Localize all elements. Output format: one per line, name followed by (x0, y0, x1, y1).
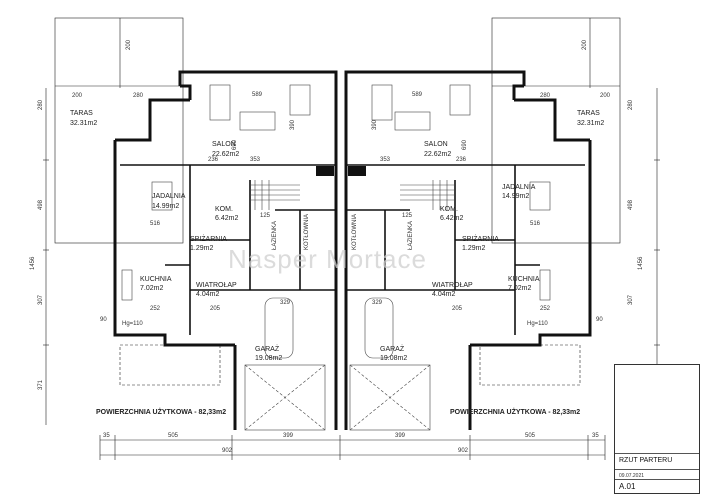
dim-329-left: 329 (280, 300, 291, 306)
dim-690-left: 690 (232, 139, 238, 150)
right-jadalnia-area: 14.99m2 (502, 193, 530, 200)
right-summary: POWIERZCHNIA UŻYTKOWA - 82,33m2 (450, 409, 581, 416)
dim-690-right: 690 (462, 139, 468, 150)
dim-399-left: 399 (283, 433, 294, 439)
right-spizarnia-area: 1.29m2 (462, 245, 486, 252)
right-wiatrolap-label: WIATROŁAP (432, 282, 473, 289)
left-kuchnia-area: 7.02m2 (140, 285, 164, 292)
dim-200v-right: 200 (582, 39, 588, 50)
left-jadalnia-area: 14.99m2 (152, 203, 180, 210)
left-spizarnia-label: SPIŻARNIA (190, 236, 227, 243)
dim-90-right: 90 (596, 317, 603, 323)
dim-353-right: 353 (380, 157, 391, 163)
right-hg-label: Hg=110 (527, 321, 548, 327)
left-taras-area: 32.31m2 (70, 120, 98, 127)
dim-280-right: 280 (540, 93, 551, 99)
dim-205-right: 205 (452, 306, 463, 312)
dim-902-right: 902 (458, 448, 469, 454)
left-kotlownia-label: KOTŁOWNIA (304, 213, 310, 250)
dim-516-right: 516 (530, 221, 541, 227)
right-kuchnia-label: KUCHNIA (508, 276, 540, 283)
dim-252-right: 252 (540, 306, 551, 312)
right-lazienka-label: ŁAZIENKA (408, 220, 414, 250)
dim-505-right: 505 (525, 433, 536, 439)
title-block: RZUT PARTERU 09.07.2021 A.01 (614, 364, 700, 494)
right-salon-area: 22.62m2 (424, 151, 452, 158)
dim-280-left: 280 (133, 93, 144, 99)
dim-353-left: 353 (250, 157, 261, 163)
right-jadalnia-label: JADALNIA (502, 184, 536, 191)
dim-35-right: 35 (592, 433, 599, 439)
dim-371-left: 371 (38, 379, 44, 390)
dim-252-left: 252 (150, 306, 161, 312)
left-salon-label: SALON (212, 141, 236, 148)
left-jadalnia-label: JADALNIA (152, 193, 186, 200)
left-lazienka-label: ŁAZIENKA (272, 220, 278, 250)
dim-236-left: 236 (208, 157, 219, 163)
left-spizarnia-area: 1.29m2 (190, 245, 214, 252)
dim-280v-left: 280 (38, 99, 44, 110)
left-salon-area: 22.62m2 (212, 151, 240, 158)
left-taras-label: TARAS (70, 110, 93, 117)
dim-390-right: 390 (372, 119, 378, 130)
title-block-number: A.01 (619, 482, 636, 491)
right-taras-label: TARAS (577, 110, 600, 117)
dim-307-right: 307 (628, 294, 634, 305)
right-salon-label: SALON (424, 141, 448, 148)
right-spizarnia-label: SPIŻARNIA (462, 236, 499, 243)
right-wiatrolap-area: 4.04m2 (432, 291, 456, 298)
dim-505-left: 505 (168, 433, 179, 439)
left-wiatrolap-area: 4.04m2 (196, 291, 220, 298)
dim-200v-left: 200 (126, 39, 132, 50)
dim-1456-right: 1456 (638, 256, 644, 270)
title-block-date: 09.07.2021 (619, 473, 645, 479)
dim-90-left: 90 (100, 317, 107, 323)
dim-498-right: 498 (628, 199, 634, 210)
right-kuchnia-area: 7.02m2 (508, 285, 532, 292)
right-kom-label: KOM. (440, 206, 458, 213)
dim-200-right: 200 (600, 93, 611, 99)
dim-307-left: 307 (38, 294, 44, 305)
right-taras-area: 32.31m2 (577, 120, 605, 127)
dim-390-left: 390 (290, 119, 296, 130)
left-kom-label: KOM. (215, 206, 233, 213)
title-block-title: RZUT PARTERU (619, 457, 673, 464)
dim-516-left: 516 (150, 221, 161, 227)
dim-205-left: 205 (210, 306, 221, 312)
left-garaz-area: 19.08m2 (255, 355, 283, 362)
dim-280v-right: 280 (628, 99, 634, 110)
dim-329-right: 329 (372, 300, 383, 306)
left-kuchnia-label: KUCHNIA (140, 276, 172, 283)
left-kom-area: 6.42m2 (215, 215, 239, 222)
dim-589-left: 589 (252, 92, 263, 98)
dim-589-right: 589 (412, 92, 423, 98)
left-garaz-label: GARAŻ (255, 346, 280, 353)
right-garaz-area: 19.08m2 (380, 355, 408, 362)
right-kom-area: 6.42m2 (440, 215, 464, 222)
left-wiatrolap-label: WIATROŁAP (196, 282, 237, 289)
watermark-text: Nasper Mortace (228, 244, 427, 274)
left-hg-label: Hg=110 (122, 321, 143, 327)
dim-902-left: 902 (222, 448, 233, 454)
dim-125-left: 125 (260, 213, 271, 219)
dim-236-right: 236 (456, 157, 467, 163)
dim-1456-left: 1456 (30, 256, 36, 270)
dim-498-left: 498 (38, 199, 44, 210)
dim-399-right: 399 (395, 433, 406, 439)
dim-125-right: 125 (402, 213, 413, 219)
right-garaz-label: GARAŻ (380, 346, 405, 353)
right-kotlownia-label: KOTŁOWNIA (352, 213, 358, 250)
dim-35-left: 35 (103, 433, 110, 439)
dim-200-left: 200 (72, 93, 83, 99)
left-summary: POWIERZCHNIA UŻYTKOWA - 82,33m2 (96, 409, 227, 416)
